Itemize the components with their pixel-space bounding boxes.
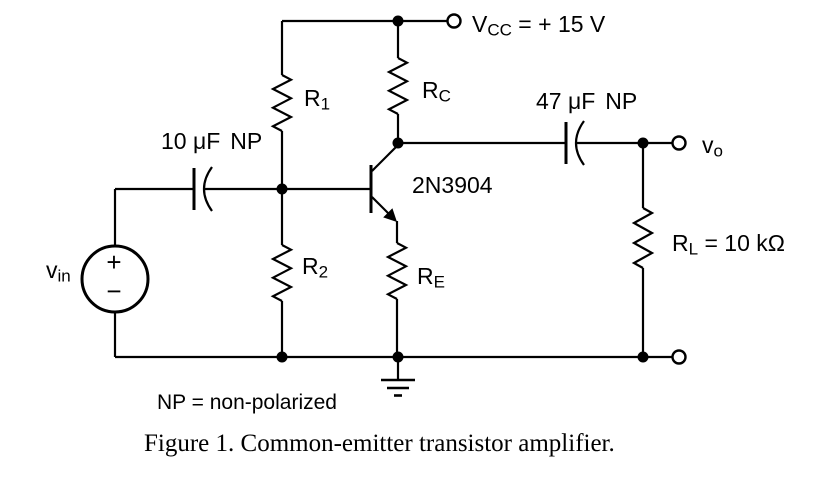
vcc-subscript: CC xyxy=(487,20,512,40)
rc-subscript: C xyxy=(438,86,451,106)
cap-input-label: 10 μF NP xyxy=(161,129,262,153)
resistor-rc-symbol xyxy=(386,57,410,115)
re-subscript: E xyxy=(433,272,445,292)
r2-symbol: R xyxy=(302,253,319,279)
vcc-value: = + 15 V xyxy=(511,11,606,37)
junction-dot-ground xyxy=(392,351,404,363)
vcc-terminal-icon xyxy=(446,13,462,29)
vin-label: vin xyxy=(46,257,71,285)
resistor-re-symbol xyxy=(385,242,409,300)
resistor-r2-symbol xyxy=(270,244,294,302)
r2-subscript: 2 xyxy=(318,262,329,282)
r1-label: R1 xyxy=(304,85,330,113)
bottom-right-terminal-icon xyxy=(671,349,687,365)
r1-subscript: 1 xyxy=(320,94,331,114)
cap-output-type: NP xyxy=(605,88,638,114)
resistor-rl-symbol xyxy=(631,207,655,269)
cap-output-label: 47 μF NP xyxy=(536,89,637,113)
re-label: RE xyxy=(417,263,445,291)
vout-subscript: o xyxy=(713,141,723,161)
source-minus-sign: − xyxy=(106,276,121,306)
rc-symbol: R xyxy=(422,77,439,103)
vin-subscript: in xyxy=(57,266,71,286)
junction-dot-rl-bottom xyxy=(637,351,649,363)
figure-caption: Figure 1. Common-emitter transistor ampl… xyxy=(144,430,615,457)
rl-symbol: R xyxy=(672,230,689,256)
transistor-emitter-arrow-icon xyxy=(383,208,397,222)
rl-subscript: L xyxy=(688,239,699,259)
junction-dot-base xyxy=(276,183,288,195)
cap-input-value: 10 μF xyxy=(161,128,221,154)
junction-dot-vcc xyxy=(392,15,404,27)
vout-symbol: v xyxy=(702,132,714,158)
vcc-symbol: V xyxy=(472,11,488,37)
cap-output-value: 47 μF xyxy=(536,88,596,114)
cap-input-type: NP xyxy=(230,128,263,154)
re-symbol: R xyxy=(417,263,434,289)
rl-label: RL = 10 kΩ xyxy=(672,230,785,258)
resistor-r1-symbol xyxy=(270,74,294,132)
junction-dot-vout xyxy=(637,137,649,149)
transistor-label: 2N3904 xyxy=(412,172,493,198)
rl-value: = 10 kΩ xyxy=(698,230,785,256)
r1-symbol: R xyxy=(304,85,321,111)
vout-label: vo xyxy=(702,132,723,160)
vout-terminal-icon xyxy=(671,135,687,151)
vin-symbol: v xyxy=(46,257,58,283)
transistor-collector-lead xyxy=(371,144,399,172)
junction-dot-collector xyxy=(392,137,404,149)
np-note: NP = non-polarized xyxy=(157,391,337,414)
source-plus-sign: + xyxy=(106,247,121,277)
rc-label: RC xyxy=(422,77,451,105)
vcc-label: VCC = + 15 V xyxy=(472,11,606,39)
r2-label: R2 xyxy=(302,253,328,281)
junction-dot-r2-bottom xyxy=(276,351,288,363)
